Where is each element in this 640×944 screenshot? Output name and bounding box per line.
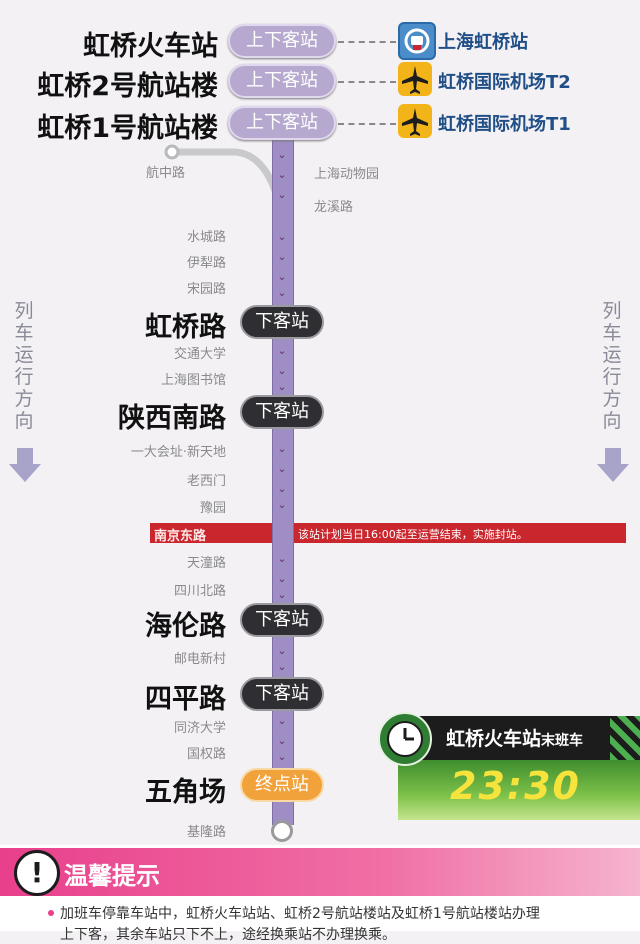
- chevron-down-icon: ⌄: [277, 660, 287, 673]
- chevron-down-icon: ⌄: [277, 344, 287, 357]
- chevron-down-icon: ⌄: [277, 482, 287, 495]
- checker-decoration: [610, 716, 640, 760]
- station-wujiaochang: 五角场: [145, 777, 226, 808]
- chevron-down-icon: ⌄: [277, 286, 287, 299]
- down-arrow-icon: [597, 448, 629, 488]
- chevron-down-icon: ⌄: [277, 380, 287, 393]
- station-hailun-road: 海伦路: [145, 611, 226, 642]
- line-end-circle: [271, 820, 293, 842]
- airplane-icon: [398, 62, 432, 96]
- metro-line-overlay: [272, 520, 294, 546]
- chevron-down-icon: ⌄: [277, 644, 287, 657]
- station-skip: 国权路: [186, 747, 226, 762]
- chevron-down-icon: ⌄: [277, 442, 287, 455]
- station-shaanxi-south-road: 陕西南路: [118, 403, 226, 434]
- last-train-station: 虹桥火车站: [446, 728, 542, 750]
- station-skip: 龙溪路: [314, 200, 354, 215]
- last-train-time-bg: [398, 760, 640, 820]
- station-skip: 天潼路: [186, 556, 226, 571]
- chevron-down-icon: ⌄: [277, 364, 287, 377]
- dropoff-tag: 下客站: [240, 677, 324, 711]
- station-hongqiao-road: 虹桥路: [145, 312, 226, 343]
- connection-dash: [338, 123, 396, 125]
- rail-icon: [398, 22, 436, 60]
- station-tag: 上下客站: [228, 64, 336, 98]
- chevron-down-icon: ⌄: [277, 230, 287, 243]
- chevron-down-icon: ⌄: [277, 588, 287, 601]
- chevron-down-icon: ⌄: [277, 168, 287, 181]
- down-arrow-icon: [9, 448, 41, 488]
- last-train-title-wrap: 虹桥火车站末班车: [446, 724, 583, 751]
- closure-alert-bar: [150, 523, 626, 543]
- station-hongqiao-t1: 虹桥1号航站楼: [37, 113, 218, 144]
- notice-header: [0, 848, 640, 896]
- chevron-down-icon: ⌄: [277, 498, 287, 511]
- station-skip: 宋园路: [186, 282, 226, 297]
- station-skip: 邮电新村: [173, 652, 226, 667]
- dropoff-tag: 下客站: [240, 395, 324, 429]
- station-hongqiao-railway: 虹桥火车站: [83, 31, 218, 62]
- terminal-tag: 终点站: [240, 768, 324, 802]
- station-skip: 老西门: [186, 474, 226, 489]
- chevron-down-icon: ⌄: [277, 714, 287, 727]
- connection-label: 虹桥国际机场T2: [438, 72, 571, 93]
- chevron-down-icon: ⌄: [277, 250, 287, 263]
- clock-icon: [378, 712, 432, 766]
- connection-dash: [338, 41, 396, 43]
- chevron-down-icon: ⌄: [277, 148, 287, 161]
- last-train-panel: 虹桥火车站末班车 23:30: [378, 712, 640, 820]
- chevron-down-icon: ⌄: [277, 552, 287, 565]
- notice-line-1: 加班车停靠车站中，虹桥火车站站、虹桥2号航站楼站及虹桥1号航站楼站办理: [60, 906, 540, 922]
- station-skip: 伊犁路: [186, 256, 226, 271]
- chevron-down-icon: ⌄: [277, 572, 287, 585]
- chevron-down-icon: ⌄: [277, 734, 287, 747]
- airplane-icon: [398, 104, 432, 138]
- station-tag: 上下客站: [228, 24, 336, 58]
- station-skip: 水城路: [186, 230, 226, 245]
- notice-title: 温馨提示: [64, 862, 160, 890]
- closure-notice: 该站计划当日16:00起至运营结束，实施封站。: [298, 528, 528, 541]
- direction-label-right: 列车运行方向: [600, 300, 624, 432]
- chevron-down-icon: ⌄: [277, 750, 287, 763]
- chevron-down-icon: ⌄: [277, 270, 287, 283]
- dropoff-tag: 下客站: [240, 603, 324, 637]
- station-skip: 同济大学: [173, 721, 226, 736]
- direction-label-left: 列车运行方向: [12, 300, 36, 432]
- chevron-down-icon: ⌄: [277, 188, 287, 201]
- station-skip: 上海动物园: [314, 167, 380, 182]
- station-siping-road: 四平路: [145, 684, 226, 715]
- last-train-header: [398, 716, 640, 760]
- warning-icon: !: [14, 850, 60, 896]
- station-skip: 交通大学: [173, 347, 226, 362]
- last-train-suffix: 末班车: [541, 733, 584, 749]
- chevron-down-icon: ⌄: [277, 462, 287, 475]
- dropoff-tag: 下客站: [240, 305, 324, 339]
- station-hongqiao-t2: 虹桥2号航站楼: [37, 71, 218, 102]
- station-nanjing-east-road: 南京东路: [154, 529, 207, 544]
- notice-line-2: 上下客，其余车站只下不上，途经换乘站不办理换乘。: [60, 927, 396, 943]
- station-tag: 上下客站: [228, 106, 336, 140]
- station-skip: 四川北路: [173, 584, 226, 599]
- connection-label: 上海虹桥站: [438, 32, 528, 53]
- station-jilong-road: 基隆路: [186, 825, 226, 840]
- notice-bullet: [48, 910, 54, 916]
- direction-text-left: 列车运行方向: [14, 300, 34, 432]
- connection-label: 虹桥国际机场T1: [438, 114, 571, 135]
- station-skip: 一大会址·新天地: [130, 445, 226, 460]
- last-train-time: 23:30: [450, 764, 581, 808]
- direction-text-right: 列车运行方向: [602, 300, 622, 432]
- connection-dash: [338, 81, 396, 83]
- station-skip: 豫园: [199, 501, 226, 516]
- station-skip: 上海图书馆: [160, 373, 226, 388]
- station-hangzhong-road: 航中路: [146, 166, 186, 181]
